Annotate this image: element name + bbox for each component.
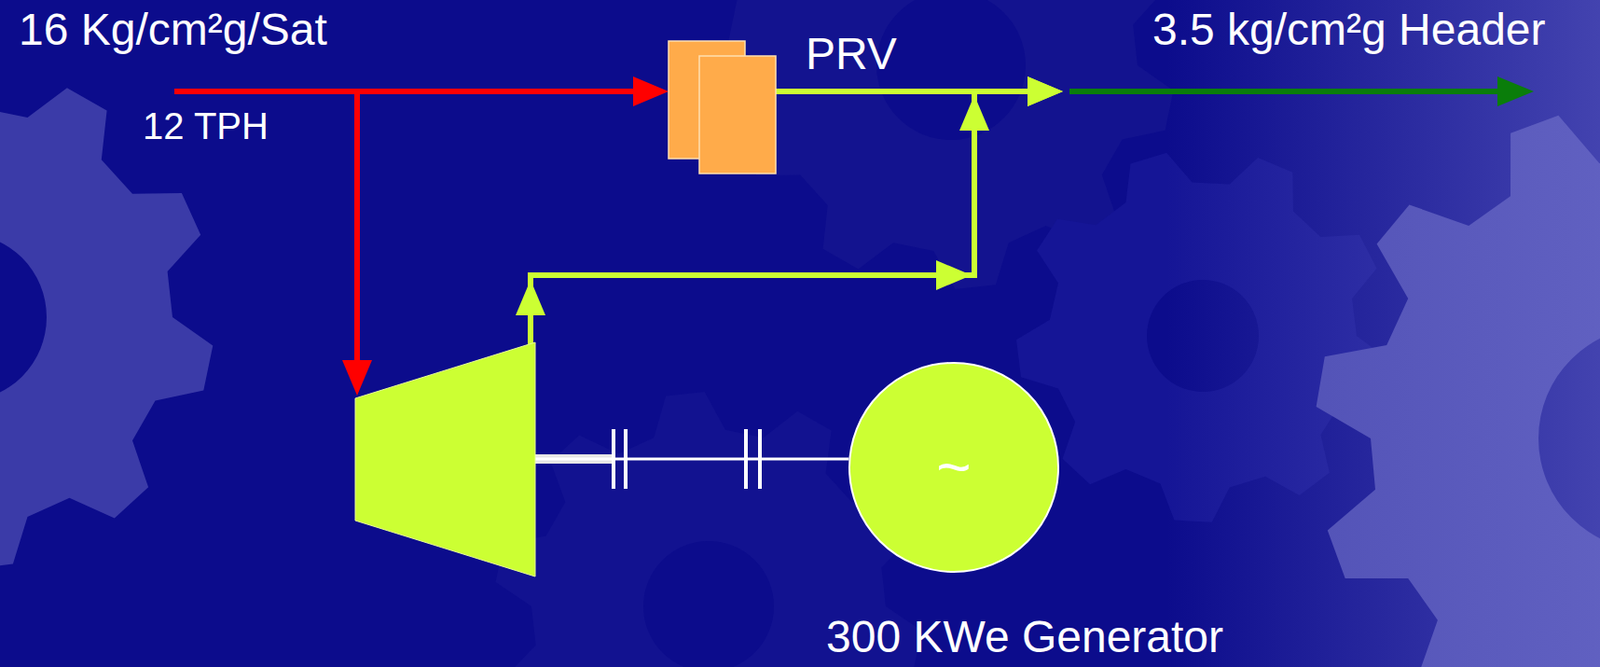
arrowhead — [936, 260, 972, 290]
arrowhead — [959, 95, 990, 131]
arrowhead — [1027, 76, 1063, 107]
prv-valve-outline — [668, 41, 776, 174]
ac-symbol: ~ — [848, 361, 1060, 573]
turbine-body — [355, 342, 536, 577]
steam-header: 3.5 kg/cm²g Header — [1062, 3, 1586, 107]
arrowhead — [342, 359, 373, 396]
pipe-line — [530, 91, 1030, 345]
steam-flow-rate: 12 TPH — [142, 104, 372, 148]
prv-valve: PRV — [668, 41, 776, 174]
arrowhead — [515, 279, 546, 316]
steam-supply-spec: 16 Kg/cm²g/Sat — [18, 3, 372, 56]
steam-turbine — [355, 342, 536, 577]
header-arrowhead — [1497, 76, 1534, 107]
steam-line — [515, 76, 1063, 345]
steam-turbine-outline — [355, 342, 536, 577]
steam-line — [535, 458, 849, 460]
generator-label: 300 KWe Generator — [826, 610, 1224, 663]
generator-circle — [849, 362, 1059, 572]
right-glow — [1165, 0, 1600, 667]
steam-supply: 16 Kg/cm²g/Sat 12 TPH — [18, 3, 372, 153]
header-pipe — [1069, 88, 1500, 95]
generator: ~300 KWe Generator — [848, 361, 1060, 573]
pipe-line — [535, 457, 849, 461]
prv-valve-body — [699, 55, 776, 174]
arrowhead — [1027, 76, 1063, 107]
arrowhead — [633, 76, 669, 107]
prv-label: PRV — [805, 27, 897, 80]
header-label: 3.5 kg/cm²g Header — [1152, 3, 1546, 56]
